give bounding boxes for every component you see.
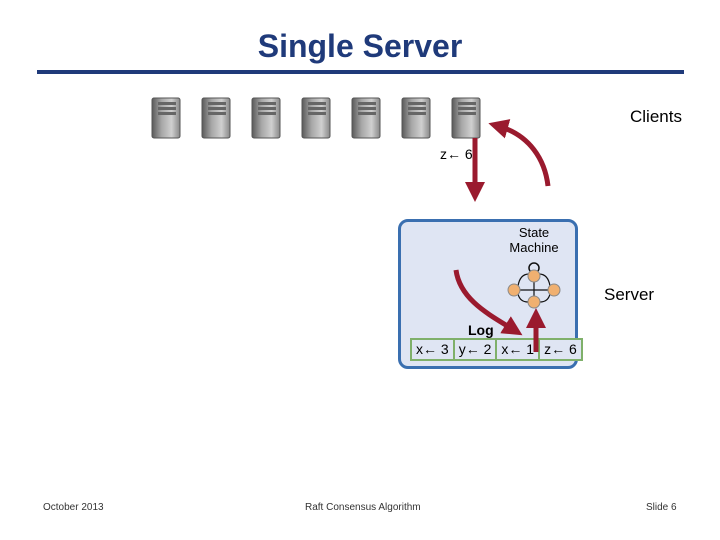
state-machine-icon xyxy=(507,262,561,309)
client-computer-icon xyxy=(151,97,181,139)
log-entry: z← 6 xyxy=(544,341,577,357)
client-computer-icon xyxy=(251,97,281,139)
log: x← 3 y← 2 x← 1 z← 6 xyxy=(410,338,583,361)
clients-label: Clients xyxy=(630,107,682,126)
server-label: Server xyxy=(604,285,655,304)
state-machine-label-line1: State xyxy=(518,225,550,240)
footer-slide-number: Slide 6 xyxy=(646,502,677,513)
state-machine-label-line2: Machine xyxy=(509,240,559,255)
response-arrow xyxy=(488,119,551,187)
slide-title: Single Server xyxy=(257,28,463,64)
title-divider xyxy=(37,70,684,74)
client-computers xyxy=(151,97,481,139)
log-entry: x← 1 xyxy=(497,340,541,359)
client-computer-icon xyxy=(451,97,481,139)
client-computer-icon xyxy=(201,97,231,139)
log-entry: x← 3 xyxy=(412,340,455,359)
command-label: z← 6 xyxy=(440,146,473,162)
client-computer-icon xyxy=(301,97,331,139)
client-computer-icon xyxy=(351,97,381,139)
state-machine-label: State Machine xyxy=(500,225,568,255)
footer-title: Raft Consensus Algorithm xyxy=(305,502,421,513)
footer-date: October 2013 xyxy=(43,502,104,513)
log-label: Log xyxy=(468,322,494,338)
log-entry: y← 2 xyxy=(455,340,498,359)
client-computer-icon xyxy=(401,97,431,139)
